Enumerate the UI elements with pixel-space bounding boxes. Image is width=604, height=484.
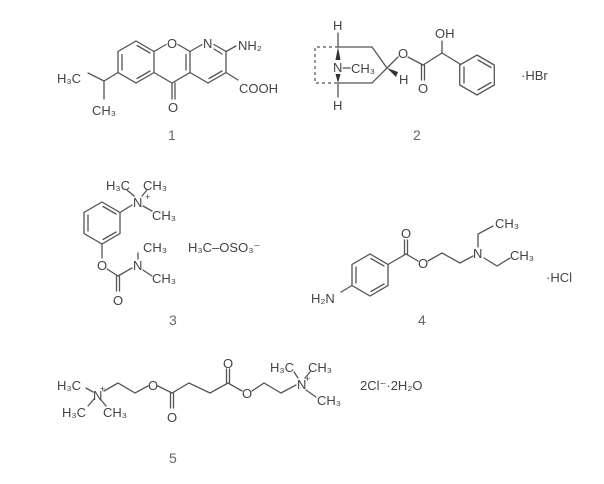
methyl-bottom: CH₃: [92, 103, 116, 118]
wedge-bond: [335, 47, 341, 60]
keto-oxygen: O: [418, 81, 428, 96]
bridgehead-h-top: H: [333, 18, 342, 33]
ammonium-nitrogen-right: N: [297, 377, 306, 392]
structure-1: O N NH₂ COOH O H₃C CH₃ 1: [57, 36, 278, 143]
structure-number: 5: [169, 450, 177, 466]
structure-2: H H N CH₃ O H O OH ·HBr 2: [314, 18, 548, 143]
structure-number: 3: [169, 312, 177, 328]
hydroxyl: OH: [435, 26, 455, 41]
ring-nitrogen: N: [203, 36, 212, 51]
ammonium-nitrogen-left: N: [93, 388, 102, 403]
structure-number: 4: [418, 312, 426, 328]
structure-4: H₂N O O N CH₃ CH₃ ·HCl 4: [311, 216, 572, 328]
keto-oxygen: O: [401, 226, 411, 241]
positive-charge: +: [145, 192, 150, 202]
structure-3: N + H₃C CH₃ CH₃ O O N CH₃ CH₃ H₃C–OSO₃⁻ …: [83, 178, 260, 328]
methyl: CH₃: [308, 360, 332, 375]
ester-oxygen: O: [148, 378, 158, 393]
methyl: H₃C: [57, 378, 81, 393]
carboxyl-group: COOH: [239, 81, 278, 96]
methyl: CH₃: [103, 405, 127, 420]
c3-hydrogen: H: [399, 72, 408, 87]
keto-oxygen: O: [167, 410, 177, 425]
amino-group: NH₂: [238, 38, 262, 53]
ester-oxygen: O: [398, 46, 408, 61]
salt-hbr: ·HBr: [521, 68, 548, 83]
methyl: CH₃: [143, 178, 167, 193]
structure-4-bonds: [340, 225, 511, 297]
positive-charge: +: [305, 374, 310, 384]
positive-charge: +: [100, 384, 105, 394]
salt-hcl: ·HCl: [546, 270, 572, 285]
methyl: H₃C: [270, 360, 294, 375]
amine-nitrogen: N: [473, 246, 482, 261]
structure-5: N + H₃C H₃C CH₃ O O O O N + H₃C CH₃ CH₃ …: [57, 356, 422, 466]
methyl: H₃C: [62, 405, 86, 420]
wedge-bond: [387, 68, 398, 77]
salt-chloride-dihydrate: 2Cl⁻·2H₂O: [360, 378, 422, 393]
ester-oxygen: O: [418, 256, 428, 271]
structure-number: 2: [413, 127, 421, 143]
methyl-left: H₃C: [57, 71, 81, 86]
ester-oxygen: O: [242, 386, 252, 401]
structure-1-bonds: [87, 40, 239, 100]
methyl: H₃C: [106, 178, 130, 193]
bridge-nitrogen: N: [333, 60, 342, 75]
structure-3-bonds: [83, 189, 153, 292]
ring-oxygen: O: [167, 36, 177, 51]
methyl: CH₃: [143, 240, 167, 255]
amino-group: H₂N: [311, 291, 335, 306]
methyl: CH₃: [317, 393, 341, 408]
n-methyl: CH₃: [351, 61, 375, 76]
keto-oxygen: O: [168, 100, 178, 115]
methyl: CH₃: [152, 271, 176, 286]
wedge-bond: [335, 74, 341, 83]
ester-oxygen: O: [97, 258, 107, 273]
carbamate-nitrogen: N: [133, 258, 142, 273]
methyl: CH₃: [152, 208, 176, 223]
keto-oxygen: O: [223, 356, 233, 371]
bridgehead-h-bottom: H: [333, 98, 342, 113]
structure-number: 1: [168, 127, 176, 143]
structure-5-bonds: [85, 368, 317, 409]
ammonium-nitrogen: N: [133, 195, 142, 210]
ethyl-methyl: CH₃: [510, 248, 534, 263]
ethyl-methyl: CH₃: [495, 216, 519, 231]
keto-oxygen: O: [113, 293, 123, 308]
methylsulfate-counterion: H₃C–OSO₃⁻: [188, 240, 260, 255]
